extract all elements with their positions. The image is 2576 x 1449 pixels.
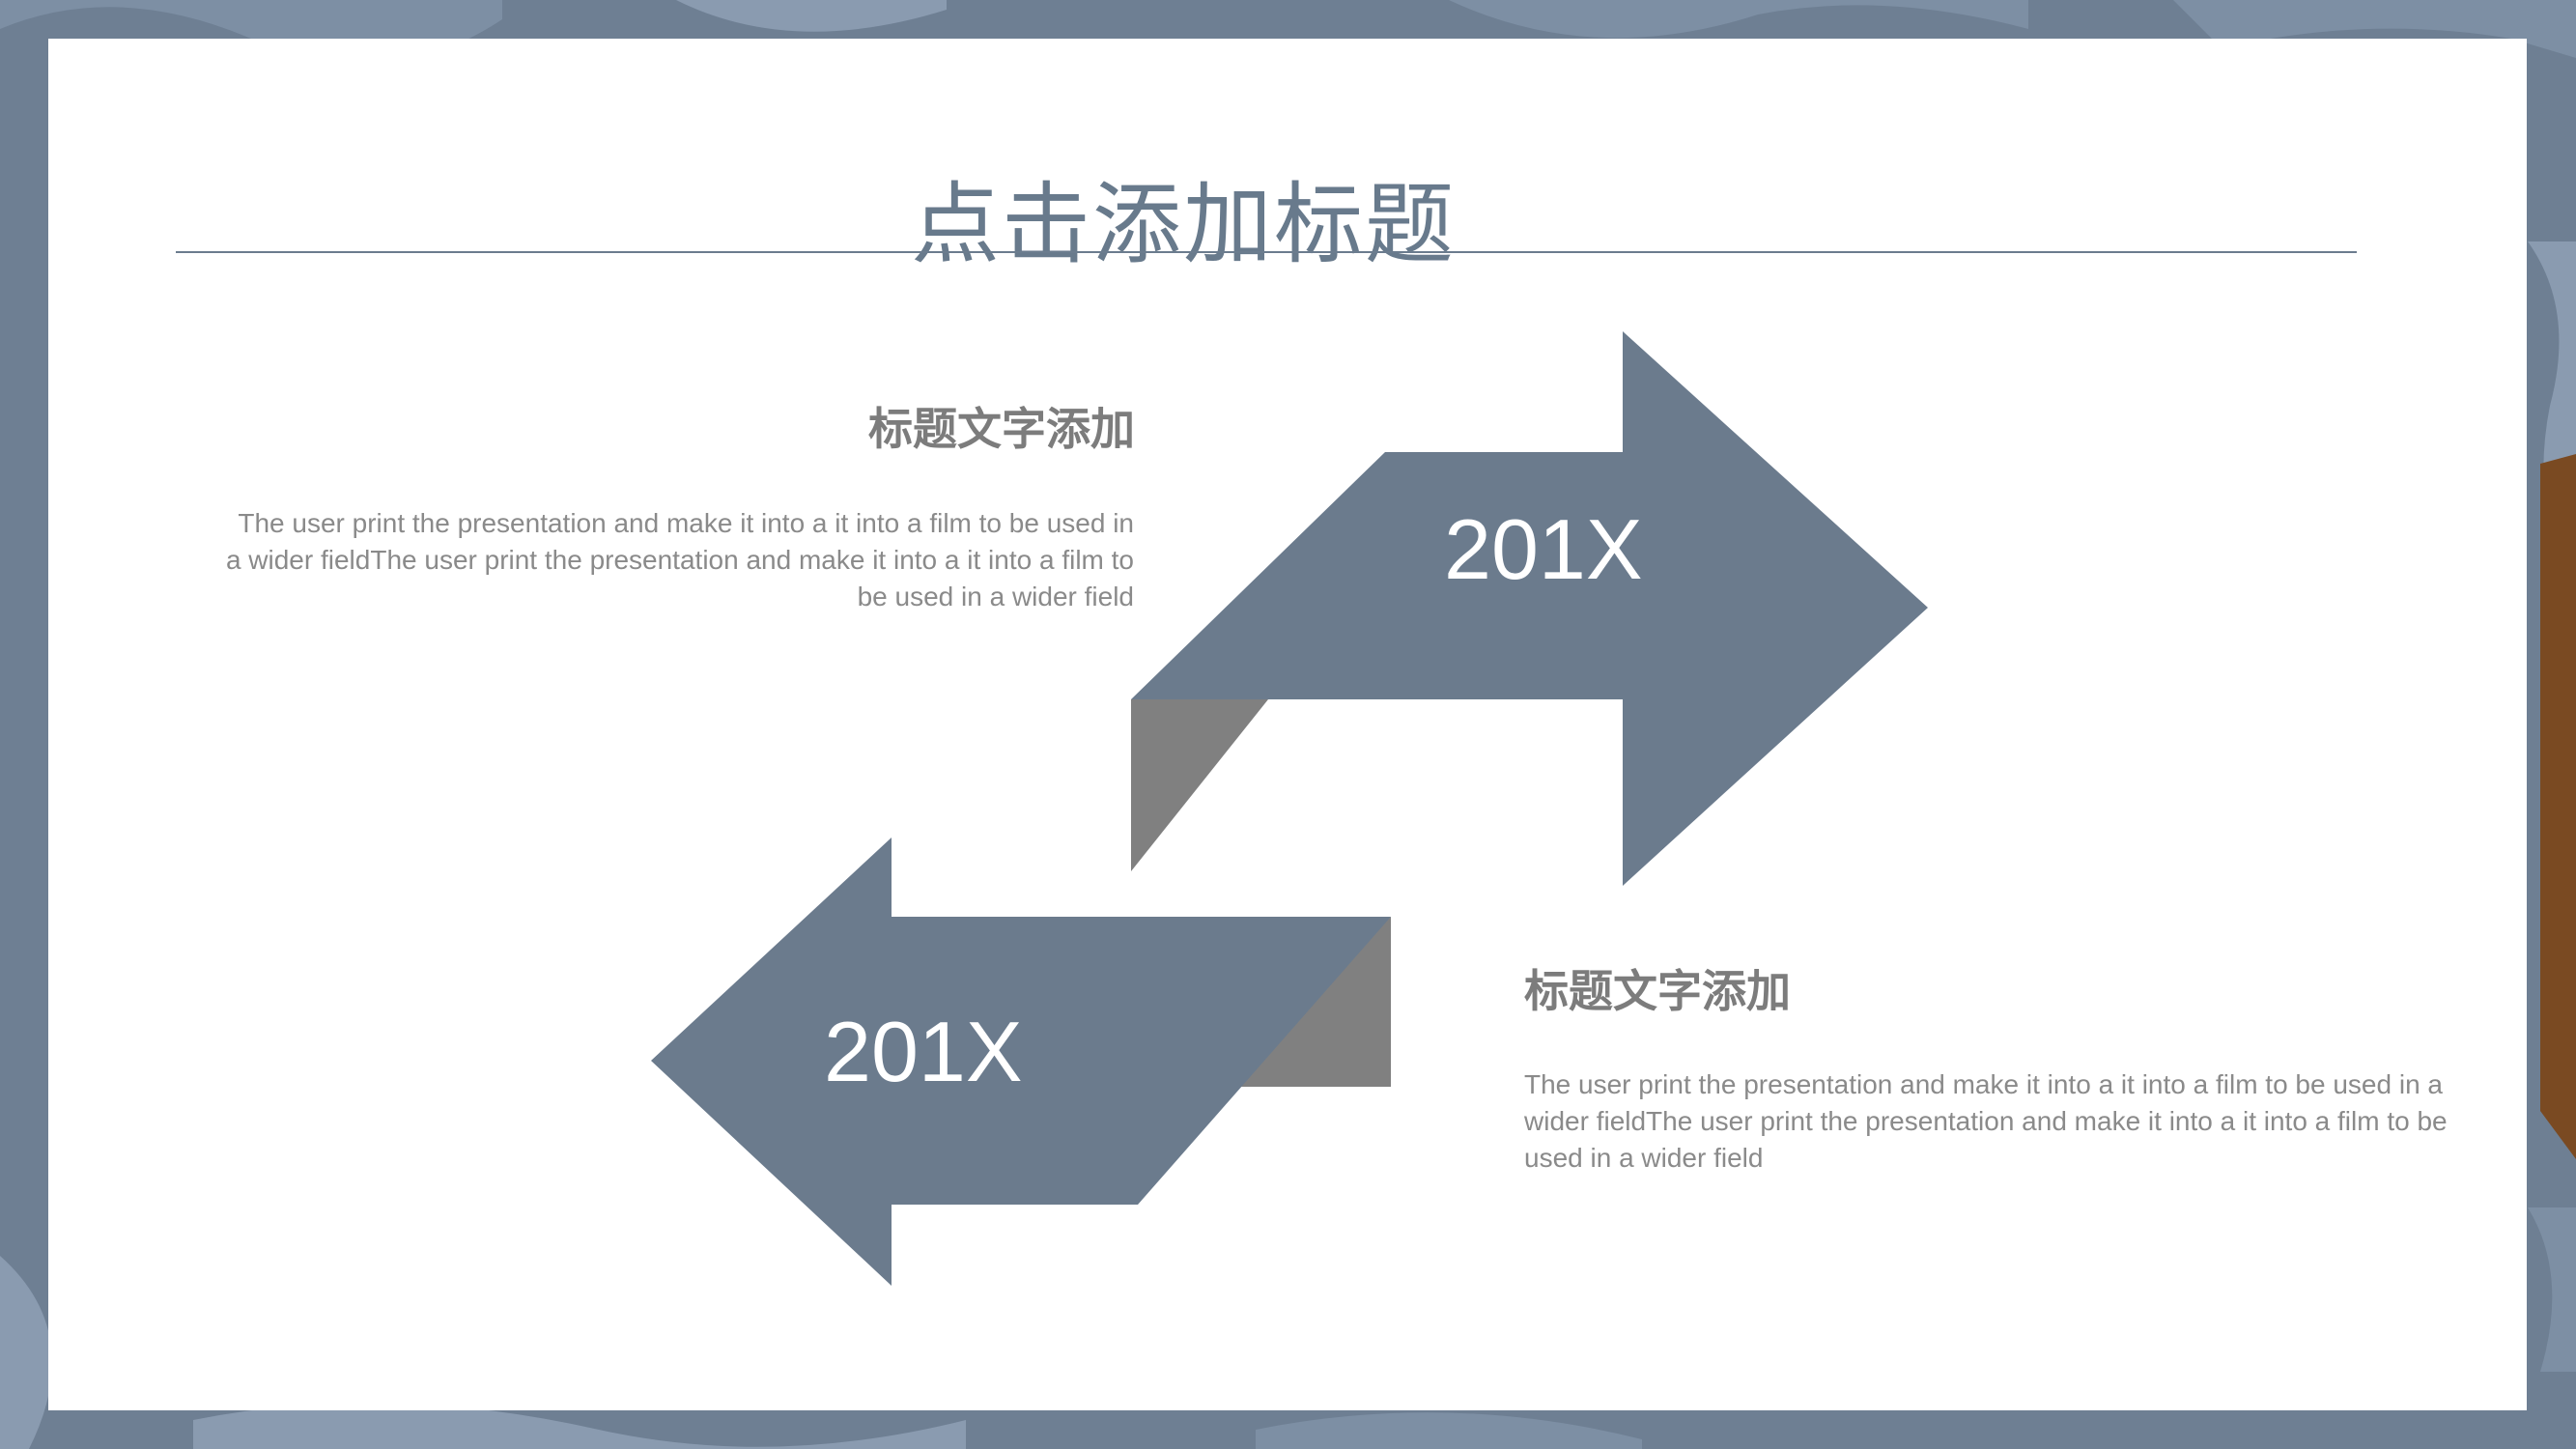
slide-title: 点击添加标题 xyxy=(910,173,1456,276)
arrow-right-label: 201X xyxy=(1444,501,1643,597)
arrow-left-label: 201X xyxy=(824,1004,1023,1099)
title-divider xyxy=(176,251,2357,253)
arrow-right-shape xyxy=(1131,331,1928,886)
block-left-body: The user print the presentation and make… xyxy=(225,508,1134,611)
content-card: 点击添加标题 201X 201X 标题文字添加 The user print t… xyxy=(48,39,2527,1410)
arrow-left-shape xyxy=(651,838,1391,1286)
arrow-top-fold-shadow xyxy=(1131,699,1268,871)
block-right-body: The user print the presentation and make… xyxy=(1524,1069,2448,1173)
block-left-heading: 标题文字添加 xyxy=(868,403,1135,455)
arrow-diagram xyxy=(651,331,1928,1286)
block-right-heading: 标题文字添加 xyxy=(1524,965,1791,1017)
